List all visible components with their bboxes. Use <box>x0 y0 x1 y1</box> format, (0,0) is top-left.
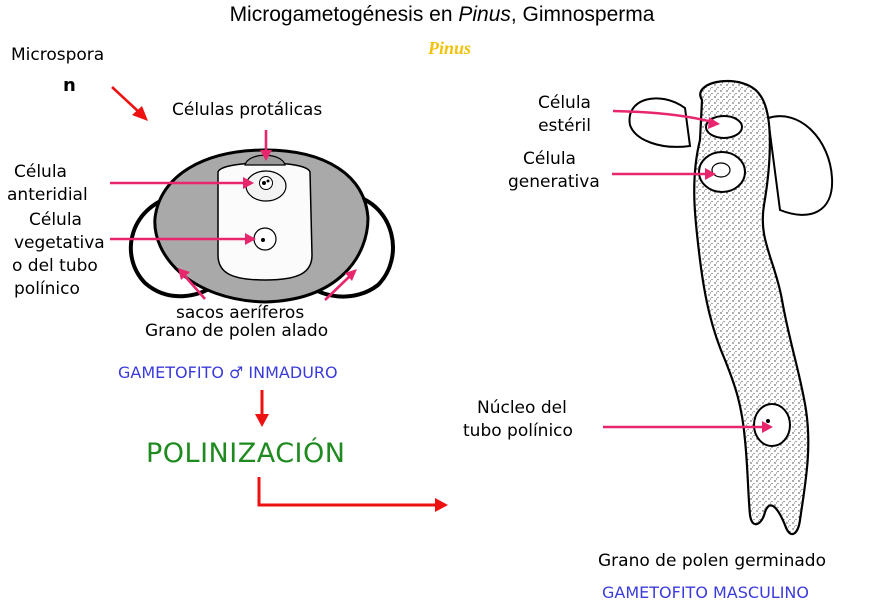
generative-nucleus <box>711 162 731 178</box>
nucleolus-dot <box>266 179 270 183</box>
gametofito-inmaduro-label: GAMETOFITO ♂ INMADURO <box>118 363 338 382</box>
label-line: estéril <box>538 116 591 136</box>
microspora-label: Microspora <box>11 45 105 65</box>
label-line: Célula <box>523 149 576 169</box>
ploidy-label: n <box>63 75 76 96</box>
winged-pollen-grain <box>128 148 395 304</box>
label-line: Célula <box>29 210 82 230</box>
label-line: polínico <box>14 279 80 299</box>
label-line: generativa <box>508 172 600 192</box>
gametofito-masculino-label: GAMETOFITO MASCULINO <box>602 583 809 602</box>
page-title: Microgametogénesis en Pinus, Gimnosperma <box>229 3 655 26</box>
germ-wing-left <box>628 97 692 148</box>
nucleolus-dot <box>766 419 770 423</box>
nucleo-tubo-label: Núcleo del tubo polínico <box>463 397 573 443</box>
celula-vegetativa-label: Célula vegetativa o del tubo polínico <box>12 209 105 301</box>
label-line: o del tubo <box>12 256 98 276</box>
celula-anteridial-label: Célula anteridial <box>7 161 88 207</box>
celula-esteril-label: Célula estéril <box>536 92 591 138</box>
label-line: anteridial <box>7 185 88 205</box>
nucleolus-dot <box>261 238 265 242</box>
label-line: tubo polínico <box>463 421 573 441</box>
nucleolus-dot <box>262 181 266 185</box>
grano-polen-alado-label: Grano de polen alado <box>145 321 329 341</box>
celula-generativa-label: Célula generativa <box>508 148 600 194</box>
pointer-arrows <box>110 86 773 433</box>
celulas-protalicas-label: Células protálicas <box>172 100 323 120</box>
germinated-pollen-grain <box>628 79 834 536</box>
label-line: vegetativa <box>14 233 105 253</box>
grano-germinado-label: Grano de polen germinado <box>598 551 826 571</box>
germ-wing-right <box>766 115 834 216</box>
polinizacion-label: POLINIZACIÓN <box>146 438 346 469</box>
sacos-aeriferos-label: sacos aeríferos <box>176 303 305 323</box>
pinus-label: Pinus <box>428 38 472 58</box>
label-line: Célula <box>538 93 591 113</box>
label-line: Célula <box>14 162 67 182</box>
label-line: Núcleo del <box>477 398 567 418</box>
vegetative-nucleus <box>253 227 277 251</box>
flow-arrows <box>255 390 448 512</box>
tube-nucleus <box>753 403 791 447</box>
